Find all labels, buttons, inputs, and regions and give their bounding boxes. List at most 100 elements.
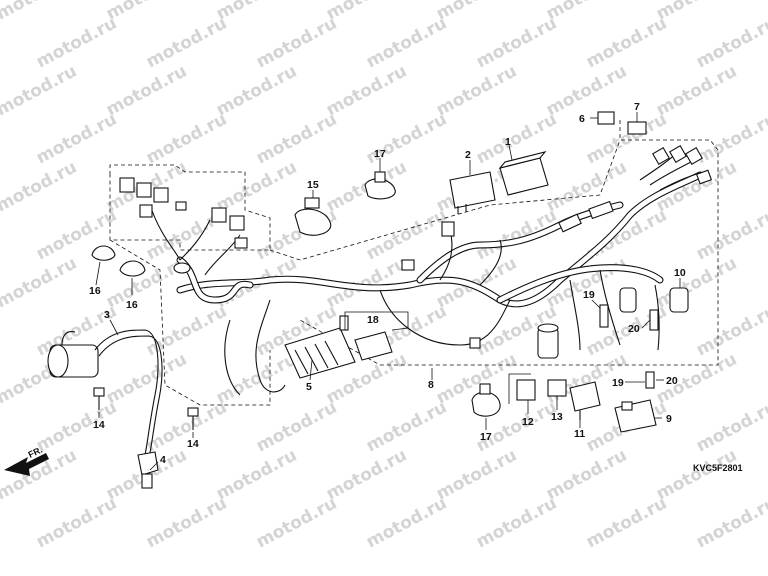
callout-6: 6 <box>579 113 585 125</box>
main-harness <box>149 149 706 396</box>
watermark-text: motod.ru <box>0 0 80 24</box>
callout-17-top: 17 <box>374 148 386 160</box>
callout-labels: 1 2 3 4 5 6 7 8 9 10 11 12 13 14 14 15 1… <box>89 101 686 466</box>
callout-8: 8 <box>428 379 434 391</box>
callout-20-lower: 20 <box>666 375 678 387</box>
part-12-relay <box>508 373 536 404</box>
watermark-text: motod.ru <box>653 253 740 312</box>
part-7-relay <box>627 121 647 135</box>
part-11-relay <box>569 381 601 420</box>
callout-7: 7 <box>634 101 640 113</box>
watermark-text: motod.ru <box>363 397 450 456</box>
callout-19-lower: 19 <box>612 377 624 389</box>
watermark-text: motod.ru <box>213 445 300 504</box>
watermark-text: motod.ru <box>33 493 120 552</box>
watermark-text: motod.ru <box>253 109 340 168</box>
watermark-text: motod.ru <box>143 13 230 72</box>
leader-lines <box>95 112 681 471</box>
watermark-text: motod.ru <box>473 493 560 552</box>
watermark-text: motod.ru <box>213 349 300 408</box>
watermark-text: motod.ru <box>253 493 340 552</box>
callout-14-right: 14 <box>187 438 199 450</box>
watermark-text: motod.ru <box>693 493 768 552</box>
part-4-plug-cap <box>137 451 159 489</box>
watermark-text: motod.ru <box>323 0 410 24</box>
watermark-text: motod.ru <box>143 109 230 168</box>
callout-18: 18 <box>367 314 379 326</box>
group-outline-left <box>109 164 271 406</box>
diagram-code: KVC5F2801 <box>693 463 743 473</box>
capacitor <box>537 323 559 359</box>
callout-3: 3 <box>104 309 110 321</box>
watermark-text: motod.ru <box>543 0 630 24</box>
watermark-text: motod.ru <box>653 0 740 24</box>
callout-1: 1 <box>505 136 511 148</box>
watermark-text: motod.ru <box>583 493 670 552</box>
watermark-text: motod.ru <box>433 61 520 120</box>
callout-11: 11 <box>574 428 585 440</box>
watermark-text: motod.ru <box>433 0 520 24</box>
front-direction-arrow <box>4 453 49 476</box>
watermark-text: motod.ru <box>543 445 630 504</box>
part-3-ignition-coil <box>47 329 163 459</box>
part-14-bolt-b <box>187 407 199 430</box>
connector-cluster-left <box>119 177 248 274</box>
part-14-bolt-a <box>93 387 105 410</box>
callout-12: 12 <box>522 416 534 428</box>
callout-13: 13 <box>551 411 563 423</box>
watermark-text: motod.ru <box>103 349 190 408</box>
part-6-relay <box>597 111 615 125</box>
watermark-text: motod.ru <box>143 493 230 552</box>
watermark-text: motod.ru <box>213 61 300 120</box>
callout-2: 2 <box>465 149 471 161</box>
watermark-text: motod.ru <box>143 301 230 360</box>
watermark-text: motod.ru <box>653 61 740 120</box>
watermark-text: motod.ru <box>33 13 120 72</box>
watermark-text: motod.ru <box>473 205 560 264</box>
callout-9: 9 <box>666 413 672 425</box>
callout-10: 10 <box>674 267 686 279</box>
callout-17-bottom: 17 <box>480 431 492 443</box>
watermark-text: motod.ru <box>33 397 120 456</box>
part-17-clamp-top <box>364 171 396 200</box>
watermark-text: motod.ru <box>323 445 410 504</box>
part-2-unit <box>449 171 496 214</box>
watermark-text: motod.ru <box>363 13 450 72</box>
watermark-text: motod.ru <box>583 13 670 72</box>
watermark-text: motod.ru <box>323 61 410 120</box>
watermark-text: motod.ru <box>33 109 120 168</box>
callout-16-left: 16 <box>89 285 101 297</box>
part-15-band <box>294 197 332 236</box>
callout-19-upper: 19 <box>583 289 595 301</box>
watermark-text: motod.ru <box>433 445 520 504</box>
callout-4: 4 <box>160 454 166 466</box>
callout-14-left: 14 <box>93 419 105 431</box>
part-13-relay <box>547 379 567 397</box>
part-5-regulator <box>284 315 356 379</box>
connector-cluster-right <box>401 145 713 349</box>
part-1-unit <box>498 151 549 196</box>
part-16-clip-b <box>119 260 146 277</box>
watermark-text: motod.ru <box>213 0 300 24</box>
callout-20-upper: 20 <box>628 323 640 335</box>
part-19-fuse <box>599 304 609 328</box>
watermark-text: motod.ru <box>363 493 450 552</box>
watermark-text: motod.ru <box>103 0 190 24</box>
watermark-text: motod.ru <box>253 397 340 456</box>
watermark-text: motod.ru <box>653 445 740 504</box>
watermark-text: motod.ru <box>473 13 560 72</box>
group-outline-right <box>269 120 719 366</box>
part-18-connector <box>354 331 393 361</box>
watermark-text: motod.ru <box>253 13 340 72</box>
watermark-text: motod.ru <box>103 61 190 120</box>
part-16-clip-a <box>91 245 116 261</box>
callout-5: 5 <box>306 381 312 393</box>
watermark-text: motod.ru <box>543 61 630 120</box>
watermark-text: motod.ru <box>363 205 450 264</box>
part-10-band <box>619 287 689 313</box>
part-17-clamp-bottom <box>471 383 501 417</box>
part-9-holder <box>614 399 657 433</box>
callout-15: 15 <box>307 179 319 191</box>
callout-16-right: 16 <box>126 299 138 311</box>
